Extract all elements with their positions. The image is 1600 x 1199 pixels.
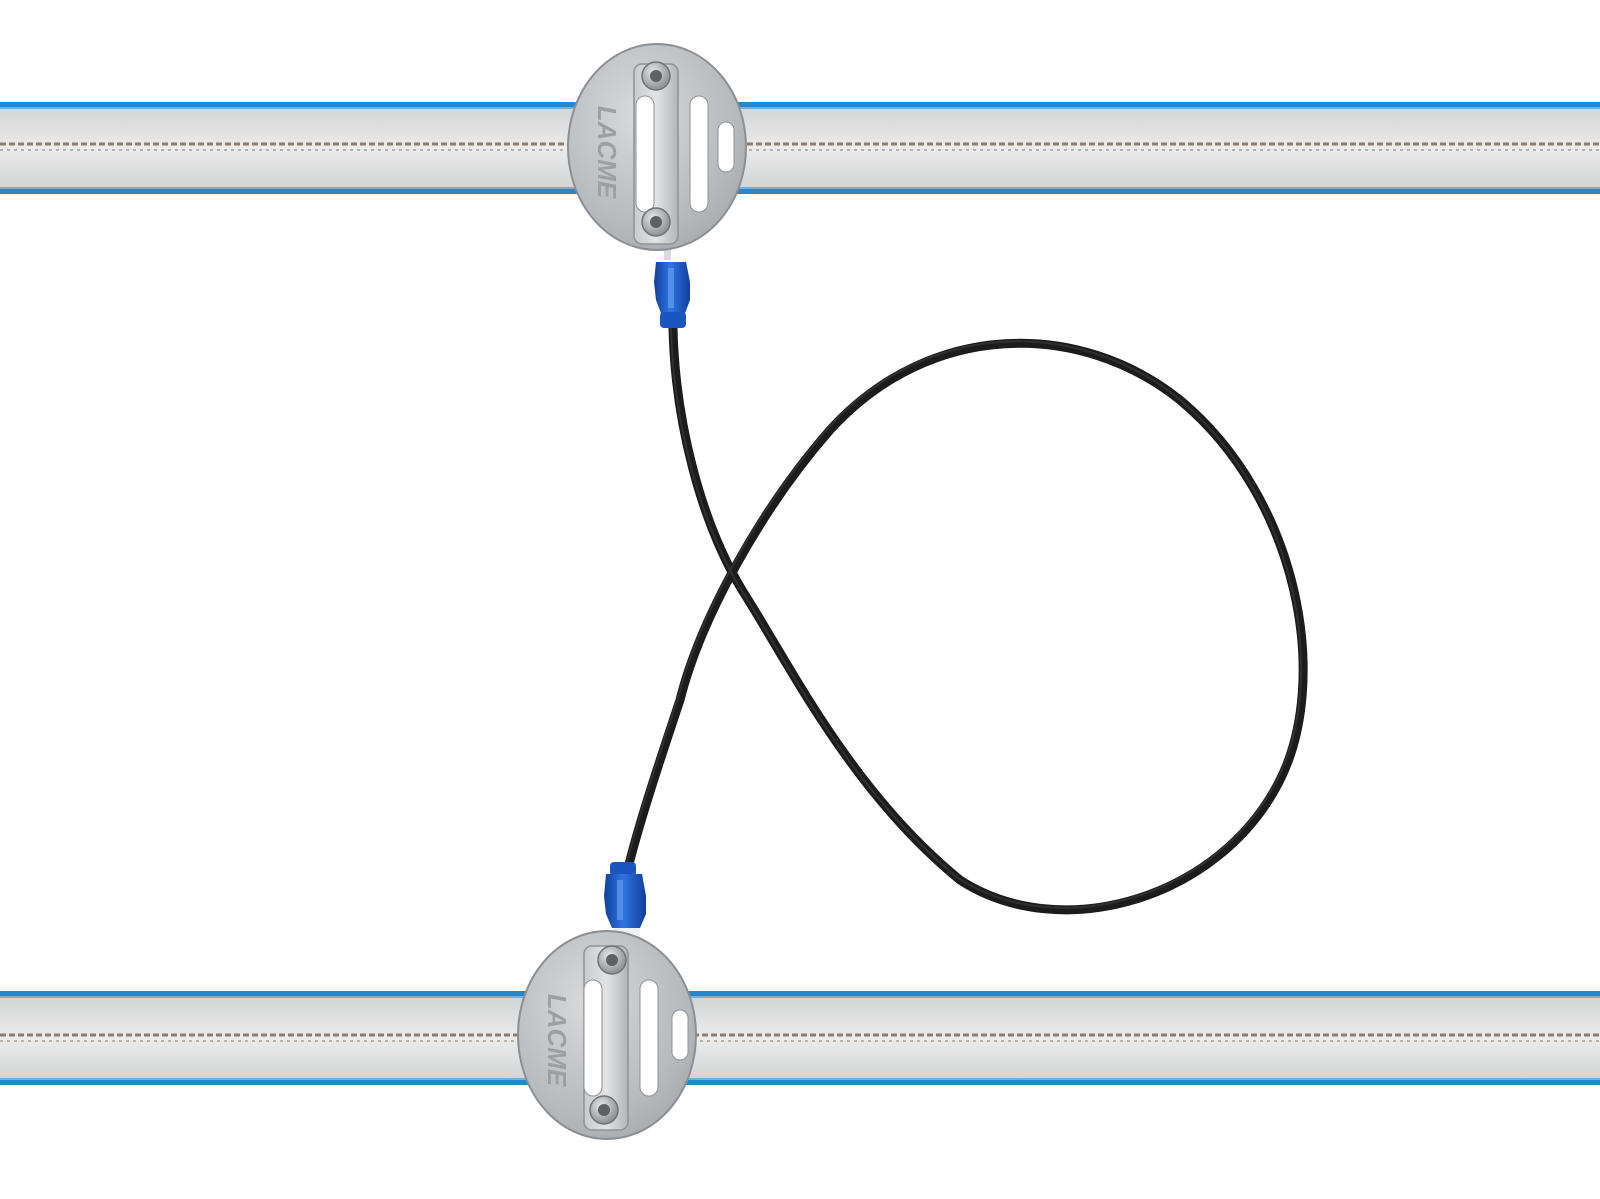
top-fence-tape: [0, 102, 1600, 194]
brand-engraving: LACME: [592, 106, 622, 199]
top-connector-plate: LACME: [567, 43, 747, 251]
connection-cable: [623, 323, 1308, 915]
bottom-cable-connector: [604, 862, 646, 938]
brand-engraving: LACME: [542, 994, 572, 1087]
bottom-fence-tape: [0, 991, 1600, 1085]
bottom-connector-plate: LACME: [517, 930, 697, 1140]
top-cable-connector: [654, 240, 690, 328]
